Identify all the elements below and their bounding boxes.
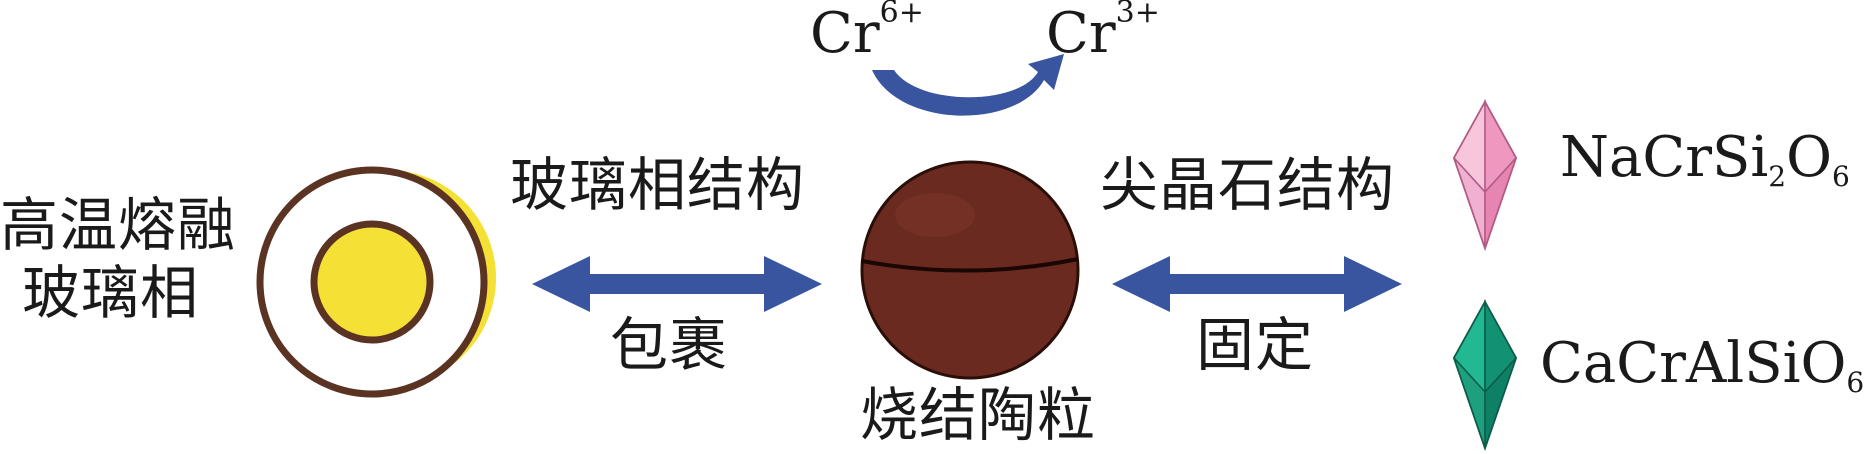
- right-arrow-top-label: 尖晶石结构: [1100, 151, 1396, 219]
- teal-octahedron-crystal-icon: [1452, 299, 1518, 452]
- left-label-line1: 高温熔融: [0, 191, 237, 259]
- mineral2-formula: CaCrAlSiO6: [1540, 336, 1864, 397]
- mineral1-mid: O: [1786, 125, 1833, 190]
- pink-octahedron-crystal-icon: [1452, 99, 1518, 252]
- cr3-species: Cr: [1046, 1, 1116, 66]
- glass-phase-particle-icon: [256, 166, 496, 398]
- mineral1-formula: NaCrSi2O6: [1560, 130, 1850, 191]
- right-arrow-bottom-label: 固定: [1196, 311, 1315, 379]
- cr3-charge: 3+: [1115, 0, 1160, 30]
- ceramsite-label: 烧结陶粒: [860, 381, 1097, 449]
- cr6-charge: 6+: [879, 0, 924, 30]
- left-arrow-bottom-label: 包裹: [610, 311, 729, 379]
- mineral1-sub2: 6: [1832, 160, 1850, 193]
- mineral1-sub1: 2: [1768, 160, 1787, 193]
- mineral2-prefix: CaCrAlSiO: [1540, 331, 1847, 396]
- left-label-line2: 玻璃相: [22, 259, 200, 327]
- mineral2-sub1: 6: [1846, 366, 1864, 399]
- left-arrow-top-label: 玻璃相结构: [510, 151, 806, 219]
- cr3-label: Cr3+: [1046, 0, 1160, 62]
- reduction-curved-arrow-icon: [872, 54, 1064, 116]
- cr6-label: Cr6+: [810, 0, 924, 62]
- right-double-arrow-icon: [1112, 256, 1402, 312]
- left-double-arrow-icon: [532, 256, 822, 312]
- cr6-species: Cr: [810, 1, 880, 66]
- mineral1-prefix: NaCrSi: [1560, 125, 1769, 190]
- ceramsite-particle-icon: [860, 160, 1080, 380]
